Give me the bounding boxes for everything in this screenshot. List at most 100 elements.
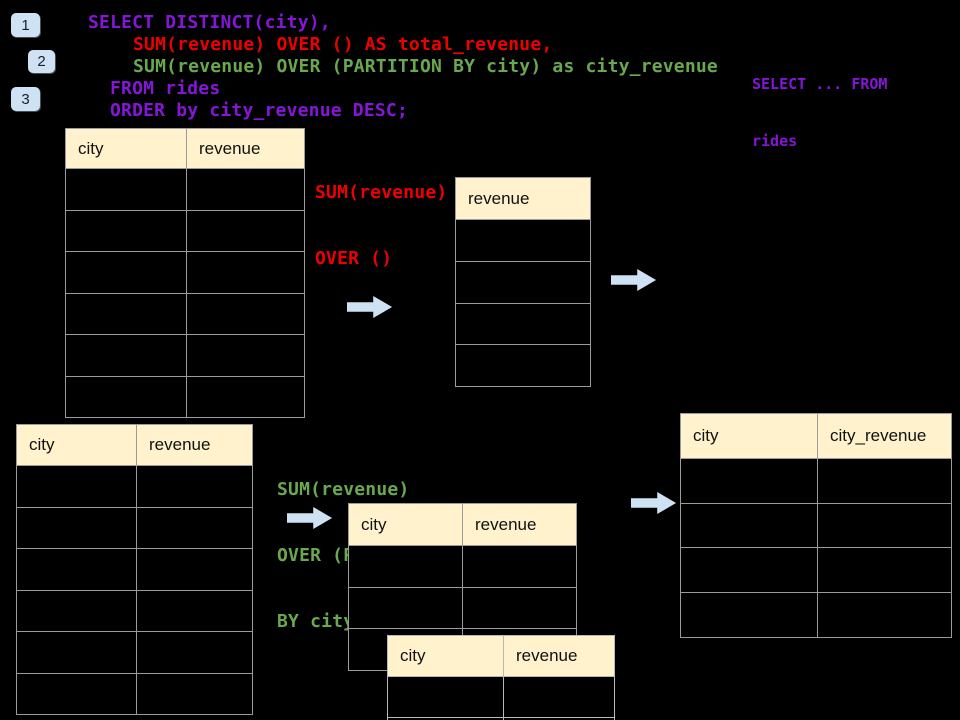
side-note-line-1: SELECT ... FROM (752, 75, 888, 93)
empty-cell (681, 548, 818, 593)
empty-cell (187, 293, 304, 334)
empty-cell (66, 210, 187, 251)
empty-cell (681, 503, 818, 548)
empty-cell (818, 503, 951, 548)
column-header-city: city (681, 414, 818, 458)
sql-line-sum-over: SUM(revenue) OVER () AS total_revenue, (133, 34, 553, 55)
empty-cell (504, 677, 614, 717)
column-header-revenue: revenue (137, 425, 252, 465)
empty-cell (388, 677, 504, 717)
column-header-revenue: revenue (187, 129, 304, 168)
empty-cell (187, 210, 304, 251)
column-header-city_revenue: city_revenue (818, 414, 951, 458)
empty-cell (137, 466, 252, 507)
empty-cell (66, 335, 187, 376)
empty-cell (137, 549, 252, 590)
empty-cell (187, 376, 304, 417)
source-table-top-row (66, 251, 304, 293)
empty-cell (17, 507, 137, 548)
empty-cell (17, 549, 137, 590)
column-header-city: city (349, 504, 463, 545)
empty-cell (137, 673, 252, 714)
empty-cell (456, 345, 590, 387)
total-revenue-table-row (456, 302, 590, 345)
city-revenue-table-row (681, 458, 951, 503)
total-revenue-table-row (456, 260, 590, 303)
sum-over-annotation: SUM(revenue) OVER () (315, 138, 447, 314)
total-revenue-table-header-row: revenue (456, 178, 590, 219)
source-table-bottom-row (17, 589, 252, 631)
source-table-bottom-row (17, 465, 252, 507)
empty-cell (17, 466, 137, 507)
empty-cell (818, 593, 951, 637)
empty-cell (17, 590, 137, 631)
side-note-line-2: rides (752, 132, 798, 150)
empty-cell (818, 459, 951, 503)
city-revenue-table-row (681, 547, 951, 593)
city-revenue-table-row (681, 592, 951, 637)
total-revenue-table-row (456, 219, 590, 261)
column-header-revenue: revenue (504, 636, 614, 676)
source-table-top-row (66, 375, 304, 417)
empty-cell (388, 718, 504, 720)
empty-cell (456, 261, 590, 303)
sql-side-note: SELECT ... FROM rides (752, 37, 887, 189)
empty-cell (137, 632, 252, 673)
column-header-revenue: revenue (463, 504, 576, 545)
sum-partition-annotation-line-1: SUM(revenue) (277, 479, 410, 500)
step-badge-2: 2 (28, 50, 55, 73)
arrow-from-total-revenue (611, 268, 657, 292)
step-badge-1: 1 (11, 13, 40, 37)
empty-cell (66, 252, 187, 293)
source-table-bottom-row (17, 506, 252, 548)
empty-cell (349, 546, 463, 587)
source-table-bottom-row (17, 631, 252, 673)
empty-cell (681, 593, 818, 637)
city-revenue-table-row (681, 502, 951, 548)
empty-cell (17, 632, 137, 673)
empty-cell (66, 376, 187, 417)
empty-cell (66, 293, 187, 334)
empty-cell (504, 718, 614, 720)
sql-line-select: SELECT DISTINCT(city), (88, 12, 331, 33)
empty-cell (818, 548, 951, 593)
total-revenue-table-row (456, 344, 590, 387)
source-table-bottom-row (17, 548, 252, 590)
sum-over-annotation-line-2: OVER () (315, 248, 393, 269)
column-header-revenue: revenue (456, 178, 590, 219)
empty-cell (456, 303, 590, 345)
empty-cell (681, 459, 818, 503)
sql-line-sum-partition: SUM(revenue) OVER (PARTITION BY city) as… (133, 56, 718, 77)
source-table-bottom-row (17, 672, 252, 714)
source-table-top-row (66, 209, 304, 251)
empty-cell (456, 220, 590, 261)
empty-cell (187, 252, 304, 293)
partition-table-back-row (349, 545, 576, 587)
source-table-top-row (66, 168, 304, 210)
sql-line-from: FROM rides (110, 78, 221, 99)
partition-table-back-row (349, 586, 576, 629)
sql-line-order-by: ORDER by city_revenue DESC; (110, 100, 408, 121)
empty-cell (137, 507, 252, 548)
empty-cell (187, 335, 304, 376)
empty-cell (137, 590, 252, 631)
source-table-top-row (66, 334, 304, 376)
partition-table-front-row (388, 676, 614, 717)
empty-cell (187, 169, 304, 210)
total-revenue-table: revenue (455, 177, 591, 388)
column-header-city: city (66, 129, 187, 168)
empty-cell (463, 587, 576, 629)
sum-over-annotation-line-1: SUM(revenue) (315, 182, 448, 203)
empty-cell (349, 587, 463, 629)
empty-cell (463, 546, 576, 587)
